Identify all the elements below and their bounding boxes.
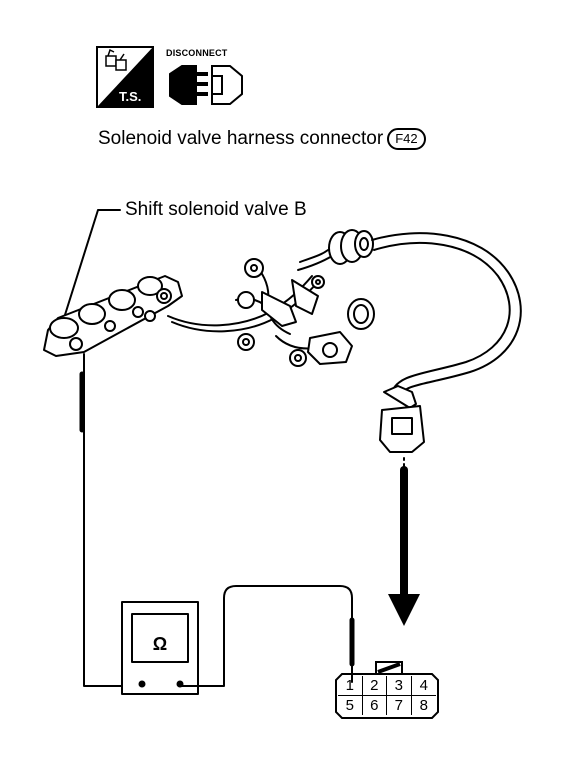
connector-pin: 2 [362, 676, 387, 696]
ts-icon [96, 46, 154, 108]
connector-pin-grid: 1 2 3 4 5 6 7 8 [338, 676, 436, 715]
connector-pin: 6 [363, 696, 387, 715]
connector-pin: 5 [338, 696, 363, 715]
valve-label: Shift solenoid valve B [125, 199, 307, 220]
ts-label: T.S. [119, 89, 142, 104]
solenoid-valve-body [43, 275, 183, 357]
grommet [328, 229, 374, 265]
page-title: Solenoid valve harness connector [98, 128, 384, 149]
connector-face-outline [335, 673, 439, 719]
valve-leader-line [63, 209, 121, 319]
connector-pin: 7 [387, 696, 412, 715]
o-ring [347, 298, 375, 330]
right-test-lead [179, 585, 353, 687]
ohmmeter-symbol: Ω [152, 634, 168, 654]
external-harness-cable [371, 232, 522, 397]
connector-id-badge: F42 [387, 128, 426, 150]
ohmmeter [121, 601, 199, 695]
internal-harness [167, 249, 353, 367]
harness-connector-plug [379, 385, 425, 453]
connector-pin: 3 [387, 676, 412, 696]
connector-arrow-head [388, 594, 420, 626]
disconnect-label: DISCONNECT [166, 48, 228, 58]
connector-pin: 4 [411, 676, 436, 696]
connector-pin: 8 [419, 697, 428, 714]
connector-pin: 1 [338, 676, 363, 696]
title-row: Solenoid valve harness connector F42 [98, 126, 426, 152]
disconnect-icon [169, 65, 243, 105]
